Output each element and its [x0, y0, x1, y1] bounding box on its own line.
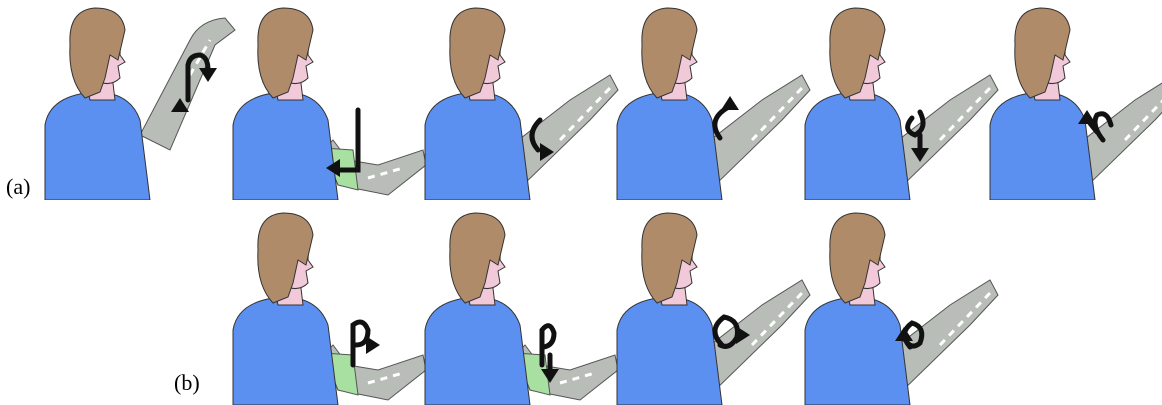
gesture-panel: [228, 0, 428, 200]
torso-shape: [233, 92, 338, 200]
torso-shape: [233, 297, 338, 405]
hair-shape: [642, 213, 697, 303]
hair-shape: [830, 213, 885, 303]
gesture-arrow-icon: [353, 322, 368, 365]
gesture-panel: [800, 0, 1000, 200]
figure-illustration: [40, 0, 240, 200]
gesture-panel: [612, 205, 812, 405]
torso-shape: [425, 297, 530, 405]
gesture-panel: [40, 0, 240, 200]
hair-shape: [830, 8, 885, 98]
torso-shape: [425, 92, 530, 200]
gesture-panel: [800, 205, 1000, 405]
row-label-b: (b): [174, 370, 200, 396]
gesture-arrow-icon: [542, 326, 554, 370]
hair-shape: [642, 8, 697, 98]
arrowhead-icon: [366, 336, 380, 354]
hair-shape: [1015, 8, 1070, 98]
torso-shape: [617, 297, 722, 405]
gesture-panel: [612, 0, 812, 200]
figure-illustration: [985, 0, 1162, 200]
row-label-a: (a): [6, 174, 30, 200]
gesture-panel: [985, 0, 1162, 200]
gesture-panel: [420, 0, 620, 200]
torso-shape: [45, 92, 150, 200]
gesture-panel: [228, 205, 428, 405]
hair-shape: [258, 213, 313, 303]
figure-illustration: [612, 205, 812, 405]
hair-shape: [450, 8, 505, 98]
hair-shape: [258, 8, 313, 98]
figure-illustration: [420, 0, 620, 200]
torso-shape: [990, 92, 1095, 200]
gesture-panel: [420, 205, 620, 405]
arm-shape: [704, 280, 810, 395]
figure-illustration: [800, 0, 1000, 200]
torso-shape: [805, 92, 910, 200]
hair-shape: [70, 8, 125, 98]
arm-shape: [512, 75, 618, 190]
figure-illustration: [228, 0, 428, 200]
arm-shape: [704, 75, 810, 190]
arrowhead-icon: [721, 96, 739, 110]
figure-illustration: [612, 0, 812, 200]
hair-shape: [450, 213, 505, 303]
figure-illustration: [228, 205, 428, 405]
figure-illustration: [800, 205, 1000, 405]
torso-shape: [617, 92, 722, 200]
torso-shape: [805, 297, 910, 405]
figure-illustration: [420, 205, 620, 405]
